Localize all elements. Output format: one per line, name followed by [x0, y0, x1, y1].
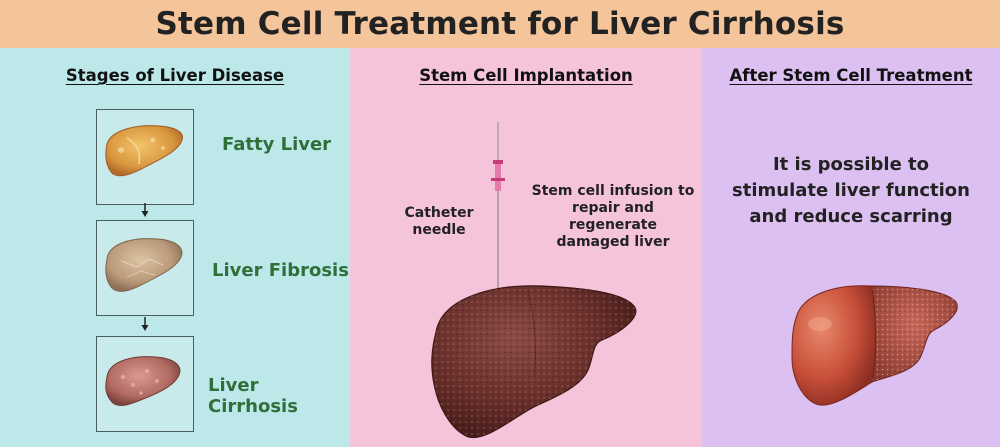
- fatty-liver-icon: [105, 125, 184, 177]
- arrow-down-icon: [141, 317, 149, 331]
- after-treatment-heading: After Stem Cell Treatment: [729, 66, 973, 85]
- implantation-panel: Stem Cell Implantation Catheter needle S…: [350, 48, 702, 447]
- liver-cirrhosis-image: [96, 336, 194, 432]
- arrow-down-icon: [141, 203, 149, 217]
- stage-label-liver-cirrhosis: Liver Cirrhosis: [208, 375, 298, 417]
- fatty-liver-image: [96, 109, 194, 205]
- infusion-label: Stem cell infusion to repair and regener…: [531, 183, 695, 250]
- page-title: Stem Cell Treatment for Liver Cirrhosis: [155, 6, 845, 42]
- treatment-description: It is possible to stimulate liver functi…: [732, 154, 970, 227]
- stages-panel: Stages of Liver Disease Fatty Liver: [0, 48, 350, 447]
- stage-label-liver-fibrosis: Liver Fibrosis: [212, 260, 349, 281]
- title-bar: Stem Cell Treatment for Liver Cirrhosis: [0, 0, 1000, 49]
- stage-label-fatty-liver: Fatty Liver: [222, 134, 332, 155]
- implantation-heading: Stem Cell Implantation: [419, 66, 633, 85]
- catheter-needle-icon: [491, 122, 505, 300]
- liver-cirrhosis-icon: [105, 356, 181, 406]
- liver-fibrosis-image: [96, 220, 194, 316]
- liver-fibrosis-icon: [105, 238, 183, 292]
- healthy-liver-icon: [791, 285, 958, 406]
- damaged-liver-icon: [431, 285, 637, 439]
- after-treatment-panel: After Stem Cell Treatment It is possible…: [702, 48, 1000, 447]
- catheter-label: Catheter needle: [404, 205, 474, 238]
- stages-heading: Stages of Liver Disease: [65, 66, 285, 85]
